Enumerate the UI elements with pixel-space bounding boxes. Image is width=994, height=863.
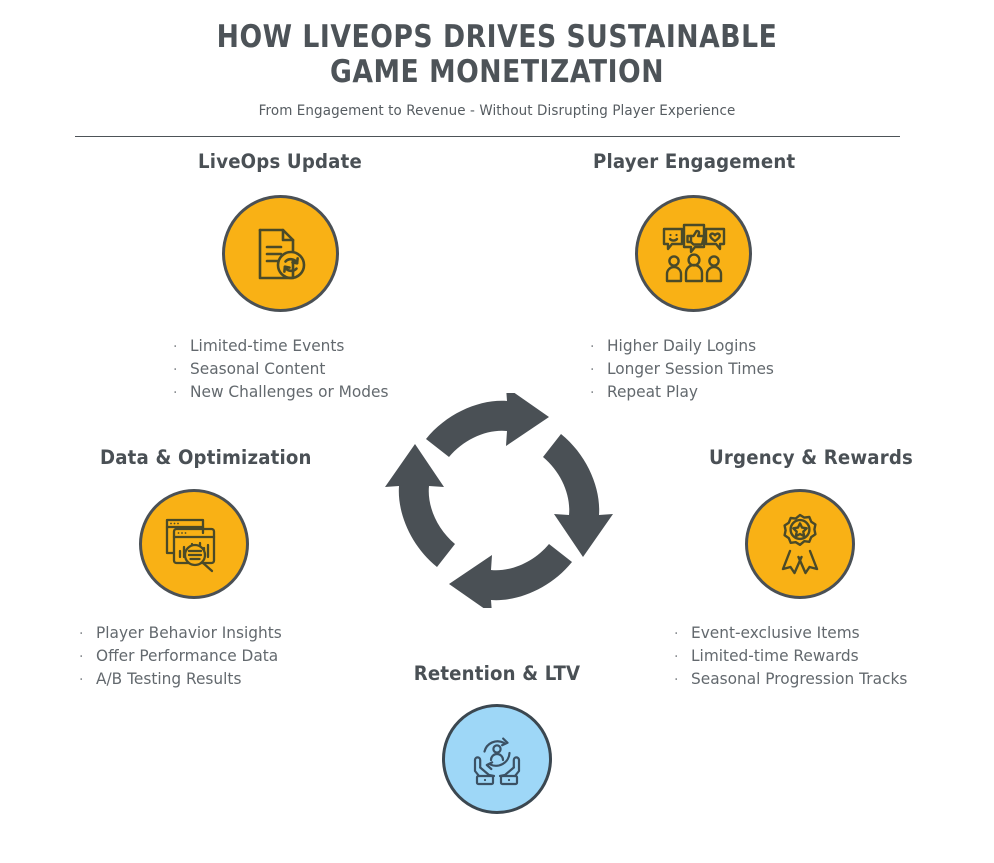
bullet-text: New Challenges or Modes: [190, 382, 389, 402]
section-player-engagement: Player Engagement: [540, 150, 970, 404]
bullet-list-liveops: · Limited-time Events · Seasonal Content ·…: [173, 334, 505, 404]
section-heading-engagement: Player Engagement: [593, 150, 796, 173]
list-item: · Higher Daily Logins: [590, 334, 970, 357]
bullet-dot: ·: [79, 672, 84, 689]
header: HOW LIVEOPS DRIVES SUSTAINABLE GAME MONE…: [0, 20, 994, 120]
list-item: · Longer Session Times: [590, 357, 970, 380]
icon-circle-urgency: [745, 489, 855, 599]
bullet-text: Repeat Play: [607, 382, 698, 402]
section-retention-ltv: Retention & LTV: [372, 662, 622, 814]
bullet-dot: ·: [674, 626, 679, 642]
analytics-search-icon: [165, 518, 216, 573]
list-item: · Event-exclusive Items: [674, 621, 994, 644]
bullet-text: Limited-time Events: [190, 336, 345, 355]
section-heading-retention: Retention & LTV: [413, 662, 581, 685]
section-heading-data: Data & Optimization: [100, 446, 312, 469]
bullet-dot: ·: [79, 626, 84, 642]
award-ribbon-icon: [781, 513, 819, 575]
section-heading-liveops: LiveOps Update: [198, 150, 362, 173]
list-item: · Limited-time Rewards: [674, 644, 994, 667]
bullet-text: Event-exclusive Items: [691, 623, 860, 642]
header-divider: [75, 136, 900, 137]
list-item: · Limited-time Events: [173, 334, 505, 357]
bullet-text: Higher Daily Logins: [607, 336, 757, 355]
page-subtitle: From Engagement to Revenue - Without Dis…: [258, 103, 736, 120]
list-item: · Seasonal Progression Tracks: [674, 667, 994, 690]
bullet-dot: ·: [79, 649, 84, 666]
icon-circle-data: [139, 489, 249, 599]
list-item: · Offer Performance Data: [79, 644, 460, 667]
bullet-list-data: · Player Behavior Insights · Offer Perform…: [79, 621, 460, 691]
bullet-dot: ·: [674, 649, 679, 666]
bullet-dot: ·: [590, 362, 595, 379]
bullet-text: Seasonal Progression Tracks: [691, 669, 908, 689]
icon-circle-engagement: [635, 195, 752, 312]
bullet-text: A/B Testing Results: [96, 669, 242, 689]
section-heading-urgency: Urgency & Rewards: [709, 446, 914, 469]
icon-circle-liveops: [221, 195, 339, 312]
icon-circle-retention: [442, 704, 552, 814]
center-cycle-diagram: [385, 387, 613, 614]
page-title: HOW LIVEOPS DRIVES SUSTAINABLE GAME MONE…: [70, 20, 925, 89]
bullet-dot: ·: [173, 362, 178, 379]
bullet-text: Seasonal Content: [190, 359, 326, 379]
bullet-text: Limited-time Rewards: [691, 646, 859, 666]
bullet-list-engagement: · Higher Daily Logins · Longer Session Tim…: [590, 334, 970, 404]
page-title-line-2: GAME MONETIZATION: [329, 53, 665, 90]
section-data-optimization: Data & Optimization: [60, 446, 460, 691]
bullet-text: Player Behavior Insights: [96, 623, 282, 642]
list-item: · A/B Testing Results: [79, 667, 460, 690]
hands-holding-user-icon: [473, 737, 521, 786]
people-feedback-icon: [662, 223, 725, 282]
bullet-list-urgency: · Event-exclusive Items · Limited-time Rew…: [674, 621, 994, 691]
bullet-dot: ·: [173, 385, 178, 402]
list-item: · Player Behavior Insights: [79, 621, 460, 644]
document-refresh-icon: [258, 228, 306, 279]
section-liveops-update: LiveOps Update · Limited-time Events · Sea…: [55, 150, 505, 404]
section-urgency-rewards: Urgency & Rewards · Event-exclusive Items…: [668, 446, 994, 691]
list-item: · Seasonal Content: [173, 357, 505, 380]
bullet-text: Longer Session Times: [607, 359, 774, 379]
bullet-text: Offer Performance Data: [96, 646, 279, 666]
bullet-dot: ·: [173, 339, 178, 355]
list-item: · Repeat Play: [590, 380, 970, 403]
bullet-dot: ·: [590, 339, 595, 355]
cycle-arrows-icon: [385, 387, 613, 614]
bullet-dot: ·: [674, 672, 679, 689]
list-item: · New Challenges or Modes: [173, 380, 505, 403]
bullet-dot: ·: [590, 385, 595, 402]
page-title-line-1: HOW LIVEOPS DRIVES SUSTAINABLE: [216, 19, 778, 55]
